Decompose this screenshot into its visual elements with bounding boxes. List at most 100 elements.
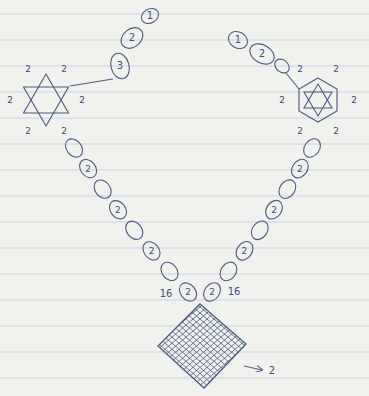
callout-number: 2 (115, 205, 121, 214)
grid-line (353, 300, 369, 395)
grid-line (192, 300, 302, 395)
grid-line (0, 300, 96, 395)
grid-line (294, 300, 369, 395)
grid-line (339, 300, 369, 395)
grid-line (42, 300, 152, 395)
grid-line (0, 300, 50, 395)
grid-line (301, 300, 369, 395)
grid-line (0, 300, 64, 395)
grid-line (273, 300, 369, 395)
grid-line (56, 300, 166, 395)
grid-line (91, 300, 201, 395)
callout-number: 2 (129, 33, 135, 43)
grid-line (0, 300, 110, 395)
ruled-line (0, 118, 369, 119)
ruled-line (0, 274, 369, 275)
callout-number: 2 (79, 96, 85, 105)
grid-line (0, 300, 47, 395)
grid-line (31, 300, 141, 395)
grid-line (0, 300, 85, 395)
grid-line (0, 300, 54, 395)
bead (157, 259, 181, 284)
grid-line (343, 300, 369, 395)
callout-number: 2 (279, 96, 285, 105)
grid-line (360, 300, 369, 395)
callout-number: 2 (297, 127, 303, 136)
grid-line (234, 300, 344, 395)
callout-number: 2 (209, 288, 215, 297)
bead (108, 51, 132, 81)
ruled-line (0, 222, 369, 223)
callout-number: 2 (259, 49, 265, 59)
grid-line (287, 300, 369, 395)
bead (200, 280, 224, 305)
bead (225, 28, 250, 52)
grid-line (252, 300, 362, 395)
bead (91, 177, 115, 202)
grid-line (255, 300, 365, 395)
grid-line (17, 300, 127, 395)
grid-line (199, 300, 309, 395)
grid-line (7, 300, 117, 395)
bead (275, 177, 299, 202)
grid-line (241, 300, 351, 395)
grid-line (171, 300, 281, 395)
grid-line (346, 300, 369, 395)
callout-number: 2 (351, 96, 357, 105)
grid-line (49, 300, 159, 395)
grid-line (311, 300, 369, 395)
hexagon-pendant (286, 73, 337, 122)
ruled-line (0, 66, 369, 67)
bead (248, 218, 272, 243)
grid-line (332, 300, 369, 395)
grid-line (126, 300, 236, 395)
grid-line (0, 300, 61, 395)
ruled-line (0, 378, 369, 379)
grid-line (0, 300, 5, 395)
grid-line (206, 300, 316, 395)
grid-line (325, 300, 369, 395)
callout-number: 2 (25, 64, 31, 73)
callout-number: 16 (160, 289, 173, 299)
grid-line (245, 300, 355, 395)
grid-line (178, 300, 288, 395)
callout-number: 2 (7, 96, 13, 105)
callout-number: 2 (297, 64, 303, 73)
bead (62, 136, 86, 161)
callout-number: 2 (333, 64, 339, 73)
callout-number: 2 (25, 127, 31, 136)
bead (139, 5, 162, 26)
bead (117, 23, 147, 52)
bead (106, 197, 130, 222)
star-pendant (24, 74, 114, 126)
grid-line (315, 300, 369, 395)
grid-line (0, 300, 89, 395)
grid-line (248, 300, 358, 395)
callout-number: 2 (242, 246, 248, 255)
grid-line (213, 300, 323, 395)
grid-line (0, 300, 19, 395)
callout-number: 2 (269, 366, 275, 376)
bead (246, 40, 278, 69)
grid-line (220, 300, 330, 395)
ruled-line (0, 248, 369, 249)
callout-number: 1 (235, 35, 241, 45)
callout-number: 2 (85, 164, 91, 173)
bead (272, 56, 292, 75)
grid-line (45, 300, 155, 395)
bead (176, 280, 200, 305)
grid-line (0, 300, 75, 395)
grid-line (280, 300, 369, 395)
grid-line (0, 300, 78, 395)
grid-line (266, 300, 369, 395)
grid-line (336, 300, 369, 395)
grid-line (276, 300, 369, 395)
grid-line (112, 300, 222, 395)
grid-line (269, 300, 369, 395)
grid-line (21, 300, 131, 395)
grid-line (297, 300, 369, 395)
bead (288, 156, 312, 181)
grid-line (77, 300, 187, 395)
bead (300, 136, 324, 161)
